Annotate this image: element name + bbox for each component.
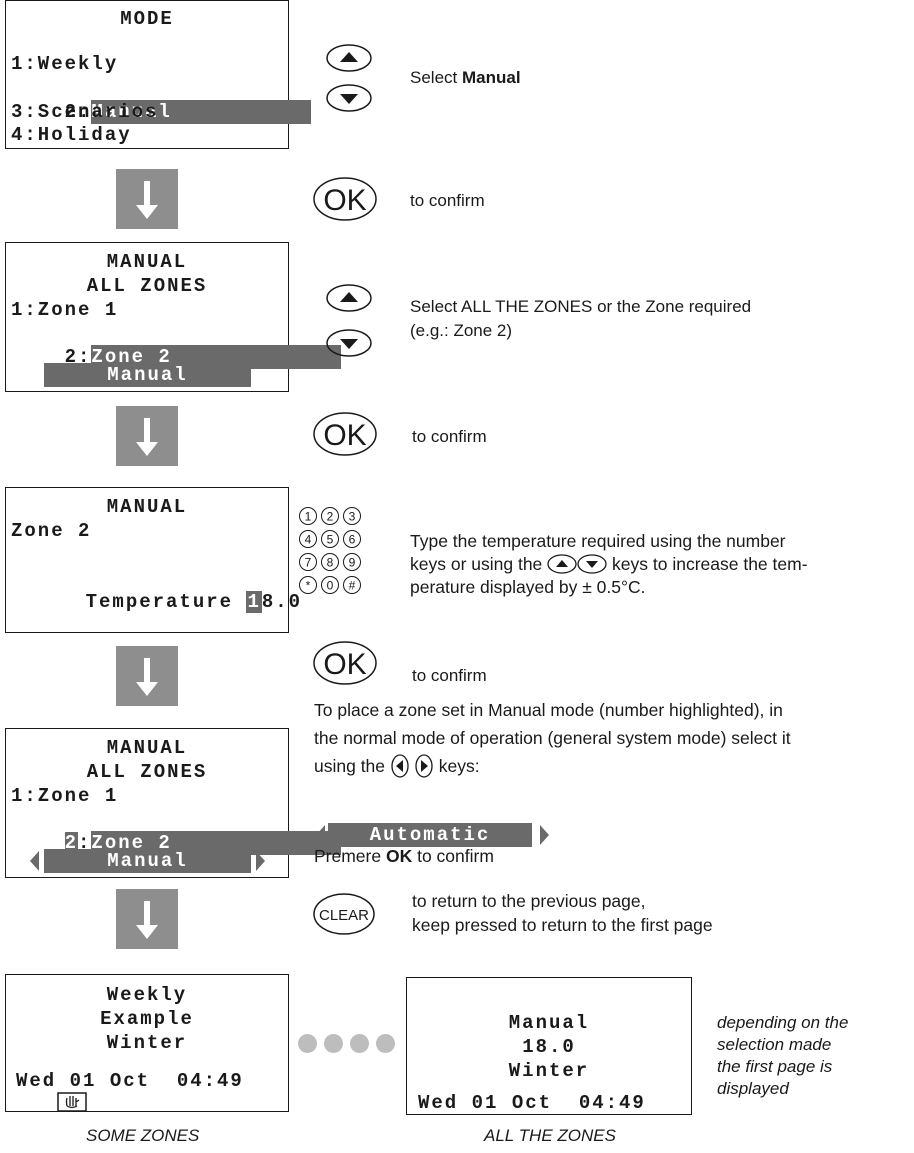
temperature-instruction: Type the temperature required using the … [410, 531, 808, 597]
svg-text:4: 4 [305, 533, 312, 547]
zone-1-row: 1:Zone 1 [11, 785, 119, 807]
number-keypad-icon[interactable]: 1 2 3 4 5 6 7 8 9 * 0 # [298, 506, 393, 616]
automatic-bar: Automatic [328, 823, 532, 847]
up-key-icon[interactable] [325, 283, 373, 313]
svg-text:#: # [349, 579, 356, 593]
ok-key-icon[interactable]: OK [312, 411, 378, 457]
season-label: Winter [508, 1060, 590, 1082]
zone-1-row: 1:Zone 1 [11, 299, 119, 321]
keypad-key-9[interactable]: 9 [343, 553, 361, 571]
premere-ok-text: Premere OK to confirm [314, 846, 494, 866]
down-key-icon[interactable] [325, 328, 373, 358]
svg-text:8: 8 [327, 556, 334, 570]
first-page-all-zones: Manual 18.0 Winter Wed 01 Oct 04:49 [406, 977, 692, 1115]
zone-label: Zone 2 [11, 520, 92, 542]
first-page-note: depending on the selection made the firs… [717, 1013, 849, 1098]
left-arrow-icon [316, 825, 325, 845]
menu-item-weekly: 1:Weekly [11, 53, 119, 75]
keypad-key-5[interactable]: 5 [321, 530, 339, 548]
caption-all-zones: ALL THE ZONES [484, 1126, 616, 1145]
up-key-icon [547, 554, 577, 574]
right-key-icon [415, 754, 433, 778]
confirm-text: to confirm [412, 427, 487, 446]
hand-icon [57, 1092, 87, 1112]
keypad-key-2[interactable]: 2 [321, 507, 339, 525]
manual-zones-screen: MANUAL ALL ZONES 1:Zone 1 2:Zone 2 Manua… [5, 242, 342, 392]
caption-some-zones: SOME ZONES [86, 1126, 200, 1145]
temperature-screen: MANUAL Zone 2 Temperature 18.0 [5, 487, 300, 633]
down-arrow-icon [116, 406, 178, 466]
temperature-field[interactable]: Temperature 18.0 [85, 591, 303, 613]
clear-instruction: to return to the previous page, keep pre… [412, 891, 713, 935]
confirm-text: to confirm [410, 191, 485, 210]
mode-label: Weekly [106, 984, 188, 1006]
down-arrow-icon [116, 889, 178, 949]
svg-text:CLEAR: CLEAR [319, 907, 369, 924]
mode-bar: Manual [44, 849, 251, 873]
up-key-icon[interactable] [325, 43, 373, 73]
dots-separator [298, 1034, 402, 1058]
keypad-key-4[interactable]: 4 [299, 530, 317, 548]
svg-text:1: 1 [305, 510, 312, 524]
mode-bar: Manual [44, 363, 251, 387]
svg-text:*: * [306, 579, 311, 593]
screen-title: MODE [120, 8, 174, 30]
screen-title: MANUAL [106, 737, 188, 759]
keypad-key-1[interactable]: 1 [299, 507, 317, 525]
keypad-key-3[interactable]: 3 [343, 507, 361, 525]
keypad-key-8[interactable]: 8 [321, 553, 339, 571]
screen-subtitle: ALL ZONES [86, 761, 208, 783]
svg-text:OK: OK [323, 419, 366, 452]
svg-text:0: 0 [327, 579, 334, 593]
confirm-text: to confirm [412, 666, 487, 685]
datetime: Wed 01 Oct 04:49 [418, 1092, 646, 1114]
mode-screen: MODE 1:Weekly 2:Manual 3:Scenarios 4:Hol… [5, 0, 312, 149]
screen-title: MANUAL [106, 251, 188, 273]
keypad-key-6[interactable]: 6 [343, 530, 361, 548]
datetime: Wed 01 Oct 04:49 [16, 1070, 244, 1092]
left-arrow-icon [30, 851, 39, 871]
menu-item-scenarios: 3:Scenarios [11, 101, 159, 123]
svg-text:6: 6 [349, 533, 356, 547]
svg-text:7: 7 [305, 556, 312, 570]
scenario-label: Example [100, 1008, 194, 1030]
select-zone-instruction: Select ALL THE ZONES or the Zone require… [410, 297, 752, 340]
svg-text:5: 5 [327, 533, 334, 547]
clear-key-icon[interactable]: CLEAR [312, 892, 376, 936]
temperature-value: 18.0 [522, 1036, 576, 1058]
svg-text:2: 2 [327, 510, 334, 524]
screen-title: MANUAL [106, 496, 188, 518]
keypad-key-star[interactable]: * [299, 576, 317, 594]
keypad-key-hash[interactable]: # [343, 576, 361, 594]
svg-text:3: 3 [349, 510, 356, 524]
menu-item-manual: 2:Manual [11, 76, 312, 148]
svg-text:OK: OK [323, 648, 366, 681]
svg-text:9: 9 [349, 556, 356, 570]
down-arrow-icon [116, 169, 178, 229]
svg-text:OK: OK [323, 184, 366, 217]
menu-item-holiday: 4:Holiday [11, 124, 132, 146]
manual-zones-select-screen: MANUAL ALL ZONES 1:Zone 1 2:Zone 2 Manua… [5, 728, 342, 878]
season-label: Winter [106, 1032, 188, 1054]
first-page-some-zones: Weekly Example Winter Wed 01 Oct 04:49 [5, 974, 289, 1112]
keypad-key-7[interactable]: 7 [299, 553, 317, 571]
left-key-icon [391, 754, 409, 778]
ok-key-icon[interactable]: OK [312, 176, 378, 222]
manual-mode-explanation: To place a zone set in Manual mode (numb… [314, 700, 791, 778]
right-arrow-icon [540, 825, 549, 845]
keypad-key-0[interactable]: 0 [321, 576, 339, 594]
right-arrow-icon [256, 851, 265, 871]
mode-label: Manual [508, 1012, 590, 1034]
down-key-icon[interactable] [325, 83, 373, 113]
select-manual-instruction: Select Manual [410, 68, 521, 87]
ok-key-icon[interactable]: OK [312, 640, 378, 686]
down-key-icon [577, 554, 607, 574]
screen-subtitle: ALL ZONES [86, 275, 208, 297]
down-arrow-icon [116, 646, 178, 706]
